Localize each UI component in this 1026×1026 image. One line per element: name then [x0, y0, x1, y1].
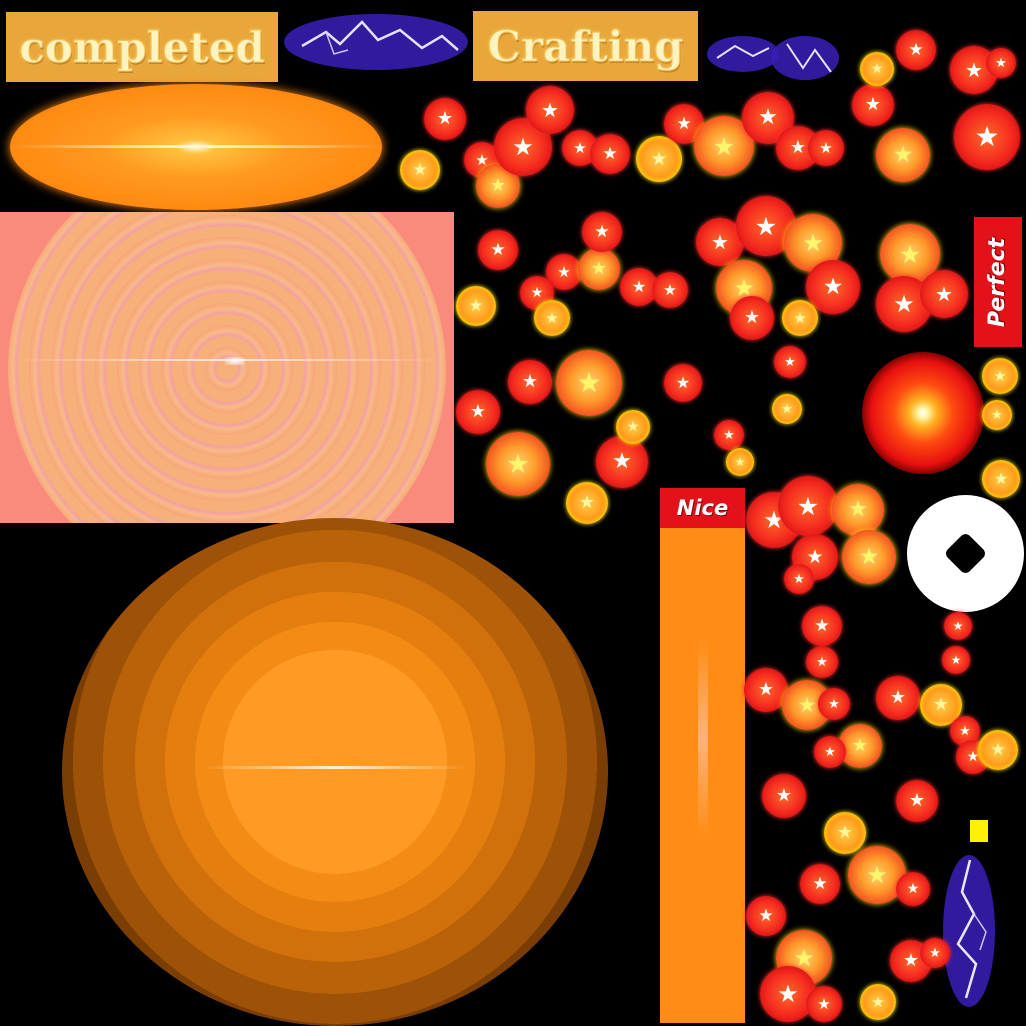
star-bubble-icon: ★	[982, 358, 1018, 394]
completed-text-sprite: completed	[6, 12, 278, 82]
star-bubble-icon: ★	[400, 150, 440, 190]
red-sun-glow-sprite	[862, 352, 984, 474]
yellow-swatch-sprite	[970, 820, 988, 842]
star-bubble-icon: ★	[424, 98, 466, 140]
star-bubble-icon: ★	[582, 212, 622, 252]
star-bubble-icon: ★	[806, 986, 842, 1022]
orange-bar-sprite	[660, 528, 745, 1023]
star-bubble-icon: ★	[808, 130, 844, 166]
star-bubble-icon: ★	[590, 134, 630, 174]
bar-streak	[698, 638, 708, 838]
crafting-text-sprite: Crafting	[473, 11, 698, 81]
star-bubble-icon: ★	[566, 482, 608, 524]
star-bubble-icon: ★	[782, 300, 818, 336]
star-bubble-icon: ★	[896, 872, 930, 906]
star-bubble-icon: ★	[778, 476, 838, 536]
star-bubble-icon: ★	[896, 30, 936, 70]
lightning-short-icon	[707, 36, 839, 80]
star-bubble-icon: ★	[920, 938, 950, 968]
star-bubble-icon: ★	[596, 436, 648, 488]
star-bubble-icon: ★	[818, 688, 850, 720]
star-bubble-icon: ★	[696, 218, 744, 266]
star-bubble-icon: ★	[806, 260, 860, 314]
star-bubble-icon: ★	[784, 564, 814, 594]
star-bubble-icon: ★	[760, 966, 816, 1022]
star-bubble-icon: ★	[556, 350, 622, 416]
flare-line	[10, 145, 382, 148]
star-bubble-icon: ★	[730, 296, 774, 340]
star-bubble-icon: ★	[944, 612, 972, 640]
star-bubble-icon: ★	[714, 420, 744, 450]
star-bubble-icon: ★	[578, 248, 620, 290]
star-bubble-icon: ★	[746, 896, 786, 936]
star-bubble-icon: ★	[824, 812, 866, 854]
star-bubble-icon: ★	[478, 230, 518, 270]
star-bubble-icon: ★	[526, 86, 574, 134]
star-bubble-icon: ★	[832, 484, 884, 536]
star-bubble-icon: ★	[744, 668, 788, 712]
star-bubble-icon: ★	[802, 606, 842, 646]
star-bubble-icon: ★	[534, 300, 570, 336]
concentric-rings-sprite	[0, 212, 454, 523]
star-bubble-icon: ★	[456, 390, 500, 434]
rings-texture	[8, 212, 446, 523]
star-bubble-icon: ★	[636, 136, 682, 182]
star-bubble-icon: ★	[876, 676, 920, 720]
ring-hole	[943, 531, 988, 576]
nice-text-sprite: Nice	[660, 488, 745, 528]
completed-label: completed	[19, 22, 266, 72]
star-bubble-icon: ★	[860, 984, 896, 1020]
orange-orb-sprite	[62, 518, 608, 1026]
nice-label: Nice	[676, 496, 729, 520]
star-bubble-icon: ★	[852, 84, 894, 126]
star-bubble-icon: ★	[800, 864, 840, 904]
crafting-label: Crafting	[487, 21, 684, 71]
star-bubble-icon: ★	[616, 410, 650, 444]
star-bubble-icon: ★	[806, 646, 838, 678]
star-bubble-icon: ★	[726, 448, 754, 476]
star-bubble-icon: ★	[978, 730, 1018, 770]
perfect-text-sprite: Perfect	[974, 217, 1022, 347]
star-bubble-icon: ★	[508, 360, 552, 404]
star-bubble-icon: ★	[986, 48, 1016, 78]
orange-ellipse-glow-sprite	[10, 84, 382, 210]
star-bubble-icon: ★	[486, 432, 550, 496]
star-bubble-icon: ★	[942, 646, 970, 674]
star-bubble-icon: ★	[772, 394, 802, 424]
star-bubble-icon: ★	[876, 128, 930, 182]
star-bubble-icon: ★	[842, 530, 896, 584]
star-bubble-icon: ★	[762, 774, 806, 818]
star-bubble-icon: ★	[982, 400, 1012, 430]
star-bubble-icon: ★	[920, 270, 968, 318]
lightning-wide-icon	[284, 14, 468, 70]
star-bubble-icon: ★	[838, 724, 882, 768]
lightning-tall-icon	[943, 855, 995, 1007]
star-bubble-icon: ★	[860, 52, 894, 86]
perfect-label: Perfect	[985, 237, 1011, 327]
star-bubble-icon: ★	[954, 104, 1020, 170]
star-bubble-icon: ★	[456, 286, 496, 326]
white-ring-sprite	[907, 495, 1024, 612]
star-bubble-icon: ★	[652, 272, 688, 308]
star-bubble-icon: ★	[620, 268, 658, 306]
flare-line	[202, 766, 468, 769]
star-bubble-icon: ★	[890, 940, 932, 982]
flare-core	[225, 357, 245, 365]
star-bubble-icon: ★	[546, 254, 582, 290]
star-bubble-icon: ★	[774, 346, 806, 378]
star-bubble-icon: ★	[896, 780, 938, 822]
star-bubble-icon: ★	[664, 364, 702, 402]
star-bubble-icon: ★	[982, 460, 1020, 498]
star-bubble-icon: ★	[814, 736, 846, 768]
